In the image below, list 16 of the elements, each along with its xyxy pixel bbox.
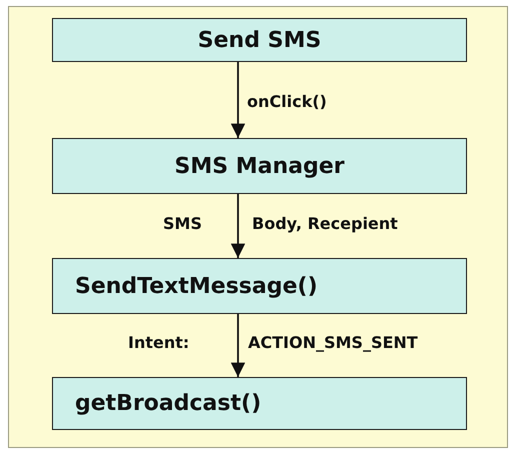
process-box <box>52 377 467 430</box>
process-box <box>52 138 467 194</box>
edge-label: Body, Recepient <box>252 214 398 233</box>
process-box <box>52 18 467 62</box>
edge-label: onClick() <box>247 92 327 111</box>
process-box <box>52 258 467 314</box>
box-label: getBroadcast() <box>75 391 262 416</box>
box-label: Send SMS <box>198 28 322 52</box>
arrow <box>230 194 246 258</box>
arrow <box>230 314 246 377</box>
data-label: Intent: <box>128 333 190 352</box>
data-label: SMS <box>163 214 202 233</box>
box-label: SendTextMessage() <box>75 274 318 298</box>
arrow <box>230 62 246 138</box>
edge-label: ACTION_SMS_SENT <box>248 333 418 352</box>
box-label: SMS Manager <box>174 154 344 178</box>
